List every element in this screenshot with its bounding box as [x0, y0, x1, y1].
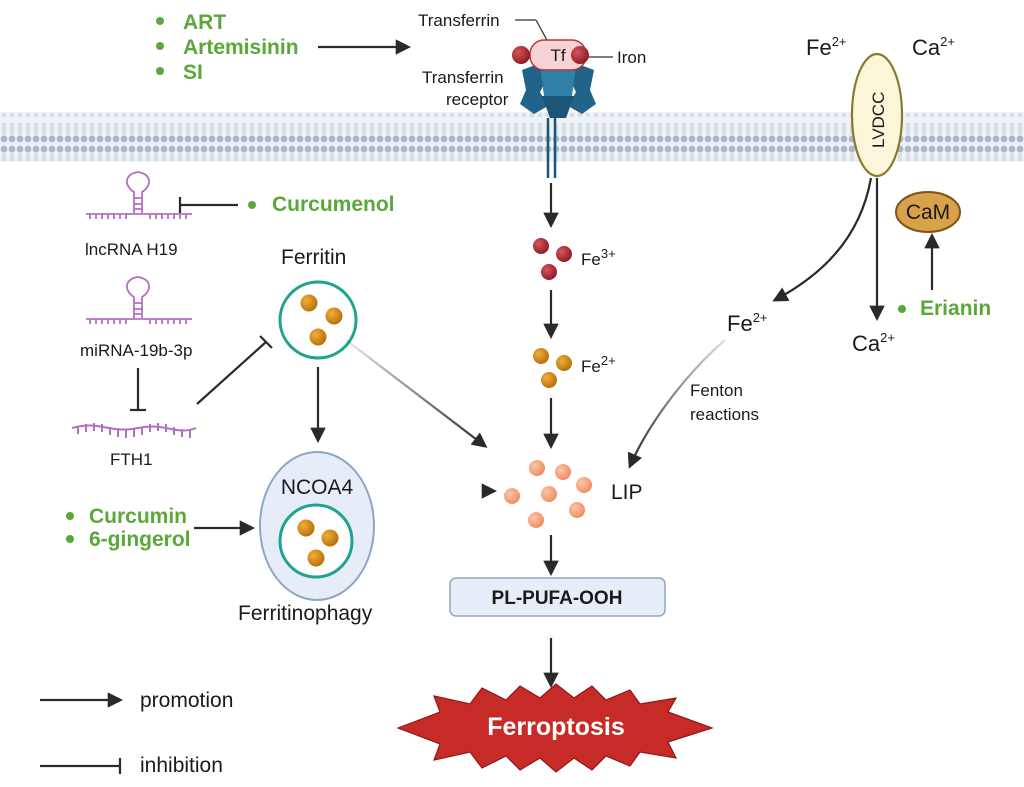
ferritinophagy-label: Ferritinophagy: [238, 602, 373, 625]
transferrin-receptor-complex: Transferrin Iron Transferrin receptor Tf: [418, 11, 646, 178]
legend-inhibition-label: inhibition: [140, 754, 223, 777]
fenton-label-line1: Fenton: [690, 381, 743, 400]
transferrin-label: Transferrin: [418, 11, 500, 30]
ca2-outside-label: Ca2+: [912, 34, 955, 60]
ncoa4-label: NCOA4: [281, 476, 354, 499]
mirna-label: miRNA-19b-3p: [80, 341, 192, 360]
inhibit-fth1-ferritin: [196, 335, 273, 405]
pl-pufa-label: PL-PUFA-OOH: [492, 588, 623, 609]
fe2-inside-label: Fe2+: [727, 310, 768, 336]
svg-text:Fe3+: Fe3+: [581, 246, 616, 269]
lncrna-h19: [86, 171, 192, 219]
drug-curcumenol: Curcumenol: [272, 193, 395, 216]
lip-label: LIP: [611, 481, 643, 504]
iron-label: Iron: [617, 48, 646, 67]
bottom-drug-list: Curcumin 6-gingerol: [66, 505, 191, 551]
lvdcc-label: LVDCC: [869, 92, 888, 148]
pl-pufa-box: [449, 577, 666, 617]
ncoa4-ferritin-cage: [278, 503, 354, 579]
drug-art: ART: [183, 11, 226, 34]
drug-curcumin: Curcumin: [89, 505, 187, 528]
cam-label: CaM: [906, 201, 950, 224]
inhibit-curcumenol-lncrna: [178, 197, 238, 213]
arrow-lvdcc-to-fe2: [772, 177, 873, 302]
receptor-label-line1: Transferrin: [422, 68, 504, 87]
arrow-ferritin-to-lip: [345, 339, 488, 448]
iron-bead-left: [512, 46, 530, 64]
legend-promotion-label: promotion: [140, 689, 233, 712]
arrow-fe2-to-lip-fenton: [627, 339, 726, 469]
fth1-label: FTH1: [110, 450, 153, 469]
fe3-ions: Fe3+: [533, 238, 616, 280]
mirna-19b-3p: [86, 276, 192, 324]
legend-inhibition-symbol: [40, 758, 122, 774]
drug-si: SI: [183, 61, 203, 84]
ferroptosis-label: Ferroptosis: [487, 713, 625, 741]
fe2-ions-central: Fe2+: [533, 348, 616, 388]
iron-bead-right: [571, 46, 589, 64]
fe2-outside-label: Fe2+: [806, 34, 847, 60]
ferritin-cage: [278, 280, 358, 360]
drug-6-gingerol: 6-gingerol: [89, 528, 191, 551]
inhibit-mirna-fth1: [130, 368, 146, 412]
lvdcc-channel: [850, 52, 904, 178]
ca2-inside-label: Ca2+: [852, 330, 895, 356]
legend: promotion inhibition: [40, 689, 233, 777]
ferritin-label: Ferritin: [281, 246, 346, 269]
lncrna-label: lncRNA H19: [85, 240, 178, 259]
fth1-mrna: [71, 423, 197, 438]
receptor-label-line2: receptor: [446, 90, 509, 109]
svg-text:Fe2+: Fe2+: [581, 353, 616, 376]
labile-iron-pool: LIP: [504, 460, 643, 528]
fenton-label-line2: reactions: [690, 405, 759, 424]
tf-label: Tf: [550, 46, 565, 65]
top-drug-list: ART Artemisinin SI: [156, 11, 299, 84]
drug-erianin: Erianin: [920, 297, 991, 320]
drug-artemisinin: Artemisinin: [183, 36, 299, 59]
ferroptosis-burst: [396, 683, 714, 773]
cam-node: [895, 191, 961, 233]
